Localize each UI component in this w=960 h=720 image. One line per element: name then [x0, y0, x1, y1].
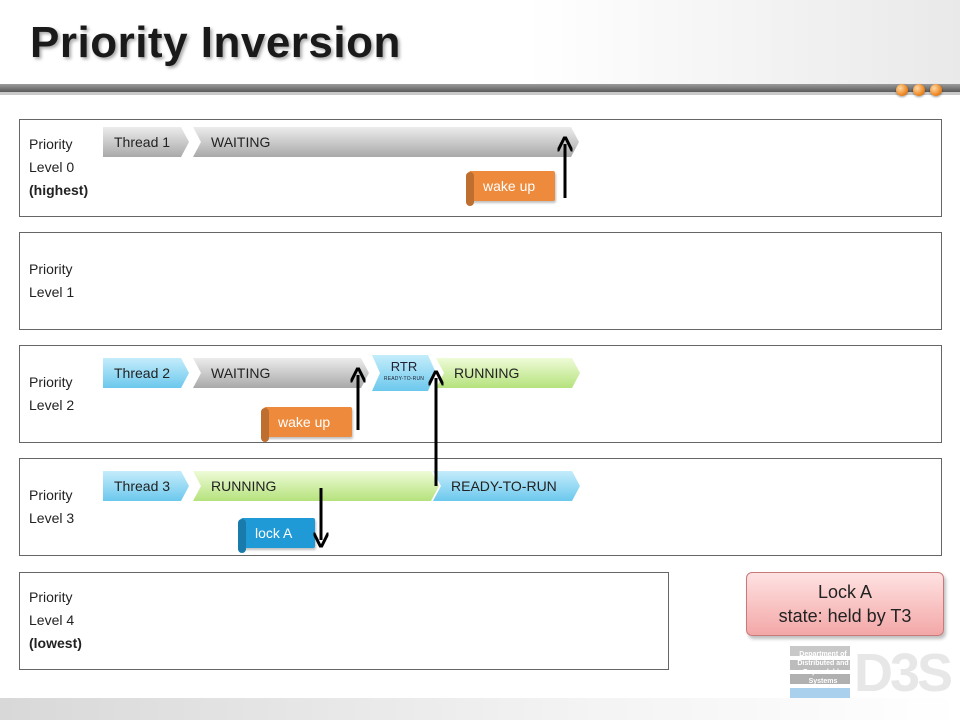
- thread-2-label: Thread 2: [103, 358, 189, 388]
- bottom-band: [0, 698, 960, 720]
- lane-label-line2: Level 2: [29, 397, 75, 413]
- logo-department-text: Department of Distributed and Dependable…: [797, 651, 849, 685]
- lock-state: state: held by T3: [778, 606, 912, 626]
- wake-up-event-1: wake up: [469, 171, 555, 201]
- lane-label-line3: (highest): [29, 182, 89, 198]
- thread-1-state-waiting: WAITING: [193, 127, 579, 157]
- thread-2-state-running: RUNNING: [436, 358, 580, 388]
- lane-label-line2: Level 0: [29, 159, 75, 175]
- lane-label: Priority Level 0 (highest): [29, 133, 88, 202]
- lane-label-line1: Priority: [29, 261, 73, 277]
- accent-dots: [896, 84, 942, 96]
- thread-1-label: Thread 1: [103, 127, 189, 157]
- lock-name: Lock A: [817, 582, 873, 602]
- thread-3-state-ready-to-run: READY-TO-RUN: [433, 471, 580, 501]
- d3s-logo: Department of Distributed and Dependable…: [790, 646, 953, 700]
- title-band: [0, 0, 960, 90]
- lock-a-event: lock A: [241, 518, 315, 548]
- lane-priority-4: Priority Level 4 (lowest): [19, 572, 669, 670]
- lane-label-line1: Priority: [29, 589, 73, 605]
- rtr-label: RTR: [390, 359, 418, 374]
- rtr-sublabel: READY-TO-RUN: [383, 376, 425, 382]
- thread-3-state-running: RUNNING: [193, 471, 439, 501]
- thread-3-label: Thread 3: [103, 471, 189, 501]
- lane-label: Priority Level 4 (lowest): [29, 586, 82, 655]
- slide-title: Priority Inversion: [30, 18, 401, 67]
- lane-label-line2: Level 1: [29, 284, 75, 300]
- lane-label-line2: Level 4: [29, 612, 75, 628]
- lane-label: Priority Level 1: [29, 258, 74, 304]
- lane-label-line1: Priority: [29, 487, 73, 503]
- wake-up-event-2: wake up: [264, 407, 352, 437]
- lane-label-line2: Level 3: [29, 510, 75, 526]
- lane-label-line1: Priority: [29, 374, 73, 390]
- accent-dot: [930, 84, 942, 96]
- title-rule-accent: [0, 92, 960, 95]
- accent-dot: [913, 84, 925, 96]
- lane-label-line1: Priority: [29, 136, 73, 152]
- title-rule: [0, 84, 960, 92]
- lane-priority-1: Priority Level 1: [19, 232, 942, 330]
- lane-label: Priority Level 3: [29, 484, 74, 530]
- lane-label: Priority Level 2: [29, 371, 74, 417]
- lock-state-box: Lock A state: held by T3: [746, 572, 944, 636]
- thread-2-state-waiting: WAITING: [193, 358, 369, 388]
- thread-2-state-rtr: RTR READY-TO-RUN: [372, 355, 436, 391]
- lane-label-line3: (lowest): [29, 635, 82, 651]
- logo-mark: D3S: [854, 643, 953, 703]
- accent-dot: [896, 84, 908, 96]
